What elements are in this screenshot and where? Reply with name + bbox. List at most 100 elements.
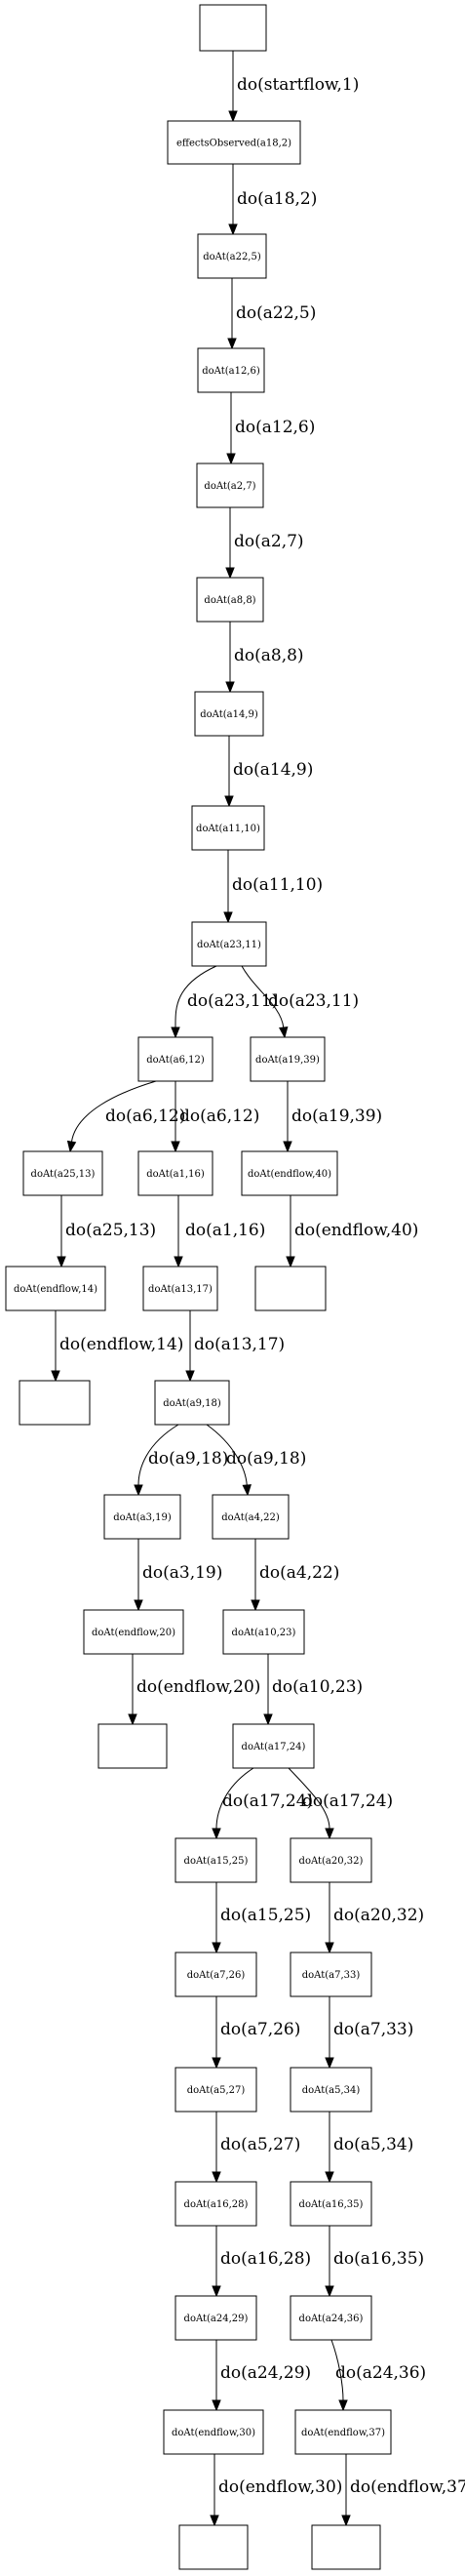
- node-box: [290, 2181, 372, 2227]
- node-label: doAt(a17,24): [242, 1742, 306, 1752]
- edge-label: do(a23,11): [187, 991, 278, 1011]
- node-box: [137, 1036, 213, 1082]
- edge-n25-n27: do(a15,25): [212, 1882, 311, 1954]
- node-box: [197, 233, 267, 279]
- empty-state-node: [254, 1266, 327, 1311]
- edge-label: do(endflow,30): [218, 2477, 342, 2497]
- node-box: [199, 4, 267, 52]
- node-label: effectsObserved(a18,2): [176, 139, 291, 149]
- edge-label: do(a24,29): [220, 2363, 311, 2383]
- state-node: doAt(a22,5): [197, 233, 267, 279]
- state-node: doAt(a1,16): [137, 1150, 213, 1196]
- node-box: [222, 1609, 305, 1655]
- edge-n24-n26: do(a17,24): [288, 1767, 393, 1840]
- node-box: [154, 1380, 230, 1426]
- arrowhead-icon: [225, 681, 235, 694]
- arrowhead-icon: [226, 453, 236, 465]
- node-label: doAt(a11,10): [196, 824, 260, 834]
- edge-label: do(a4,22): [259, 1563, 339, 1583]
- node-label: doAt(a19,39): [255, 1055, 320, 1066]
- edge-n11-n14: do(a25,13): [57, 1195, 156, 1268]
- state-node: doAt(a8,8): [196, 577, 264, 623]
- node-box: [290, 2067, 372, 2113]
- edge-n21-n23: do(endflow,20): [128, 1654, 260, 1726]
- node-label: doAt(a20,32): [299, 1856, 364, 1867]
- edge-n8-n9: do(a23,11): [171, 965, 278, 1039]
- node-label: doAt(a5,34): [302, 2085, 361, 2096]
- state-node: doAt(a23,11): [191, 921, 267, 967]
- arrowhead-icon: [228, 110, 238, 123]
- edge-label: do(endflow,40): [294, 1221, 418, 1240]
- node-label: doAt(a6,12): [146, 1055, 205, 1066]
- node-box: [212, 1494, 290, 1540]
- state-node: doAt(a10,23): [222, 1609, 305, 1655]
- arrowhead-icon: [134, 1599, 143, 1612]
- edge-n8-n10: do(a23,11): [241, 965, 359, 1039]
- edge-line: [206, 1424, 248, 1486]
- node-box: [290, 1952, 372, 1997]
- node-box: [22, 1150, 103, 1196]
- node-box: [290, 1837, 372, 1883]
- node-label: doAt(a12,6): [202, 366, 260, 377]
- node-box: [174, 1952, 257, 1997]
- edge-n29-n31: do(a5,27): [212, 2112, 300, 2184]
- arrowhead-icon: [286, 1256, 295, 1268]
- node-box: [294, 2409, 392, 2455]
- state-node: doAt(endflow,14): [5, 1266, 106, 1311]
- node-label: doAt(a10,23): [232, 1628, 296, 1638]
- edge-label: do(a5,27): [220, 2135, 300, 2154]
- arrowhead-icon: [341, 2515, 351, 2527]
- node-label: doAt(a16,35): [299, 2199, 364, 2210]
- edge-n9-n11: do(a6,12): [66, 1080, 185, 1153]
- node-box: [311, 2524, 381, 2570]
- arrowhead-icon: [263, 1713, 273, 1726]
- edge-label: do(a14,9): [233, 760, 313, 780]
- state-node: doAt(a19,39): [250, 1036, 326, 1082]
- arrowhead-icon: [171, 1026, 180, 1039]
- edge-label: do(a11,10): [232, 875, 323, 895]
- state-node: doAt(a5,27): [174, 2067, 257, 2113]
- state-node: doAt(a7,33): [290, 1952, 372, 1997]
- state-node: doAt(a16,35): [290, 2181, 372, 2227]
- node-label: doAt(a2,7): [204, 481, 255, 492]
- edge-label: do(a9,18): [226, 1449, 306, 1469]
- node-box: [167, 120, 301, 165]
- edge-n3-n4: do(a12,6): [226, 392, 315, 465]
- edges-layer: do(startflow,1)do(a18,2)do(a22,5)do(a12,…: [51, 51, 465, 2527]
- arrowhead-icon: [228, 223, 238, 236]
- edge-n36-n38: do(endflow,37): [341, 2454, 465, 2527]
- node-box: [142, 1266, 218, 1311]
- node-box: [290, 2295, 372, 2341]
- node-label: doAt(a8,8): [204, 595, 255, 606]
- edge-label: do(a3,19): [142, 1563, 222, 1583]
- edge-n33-n35: do(a24,29): [212, 2340, 311, 2412]
- edge-n22-n24: do(a10,23): [263, 1654, 363, 1726]
- node-label: doAt(a7,33): [302, 1970, 361, 1981]
- arrowhead-icon: [57, 1256, 66, 1268]
- node-label: doAt(a3,19): [113, 1512, 172, 1523]
- node-label: doAt(a7,26): [187, 1970, 246, 1981]
- edge-n15-n18: do(a13,17): [185, 1310, 285, 1383]
- arrowhead-icon: [128, 1713, 137, 1726]
- node-label: doAt(a1,16): [146, 1169, 205, 1180]
- arrowhead-icon: [212, 1828, 221, 1840]
- edge-label: do(a25,13): [65, 1221, 156, 1240]
- edge-line: [137, 1424, 179, 1486]
- edge-n35-n37: do(endflow,30): [210, 2454, 342, 2527]
- edge-label: do(a16,35): [333, 2249, 424, 2269]
- edge-n24-n25: do(a17,24): [212, 1767, 313, 1840]
- state-node: doAt(a11,10): [191, 805, 265, 851]
- edge-label: do(a23,11): [268, 991, 359, 1011]
- edge-line: [330, 2339, 344, 2401]
- node-box: [196, 577, 264, 623]
- state-node: doAt(a2,7): [196, 463, 264, 508]
- edge-label: do(a17,24): [222, 1791, 313, 1811]
- edge-label: do(a22,5): [236, 303, 316, 323]
- empty-state-node: [178, 2524, 249, 2570]
- edge-n1-n2: do(a18,2): [228, 164, 317, 236]
- arrowhead-icon: [223, 911, 233, 924]
- edge-n18-n20: do(a9,18): [206, 1424, 306, 1497]
- node-box: [137, 1150, 213, 1196]
- arrowhead-icon: [174, 1256, 183, 1268]
- node-label: doAt(a15,25): [184, 1856, 249, 1867]
